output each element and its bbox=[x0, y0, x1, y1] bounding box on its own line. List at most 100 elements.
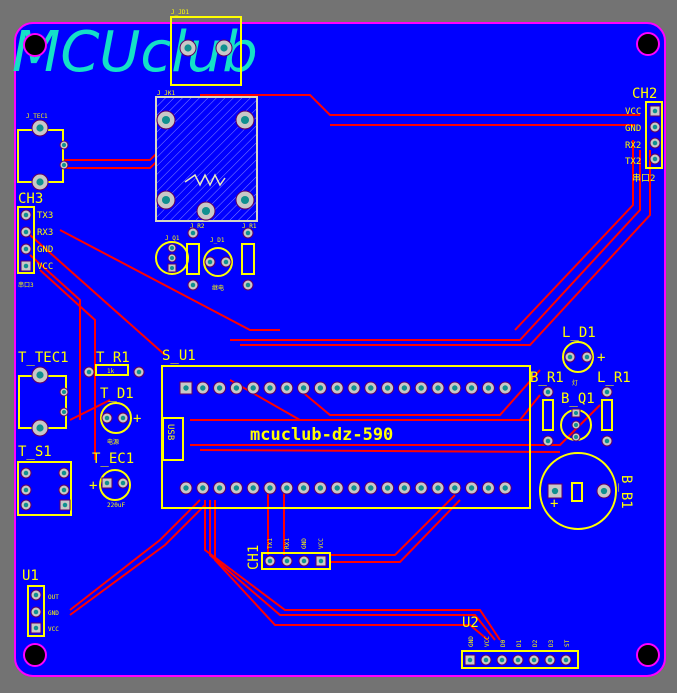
pad-hole bbox=[384, 385, 391, 391]
pad-hole bbox=[207, 259, 213, 265]
ch3-title: CH3 bbox=[18, 191, 43, 207]
pad-hole bbox=[300, 385, 307, 391]
pad-hole bbox=[170, 256, 174, 260]
pad-hole bbox=[183, 385, 189, 391]
pad-hole bbox=[435, 485, 441, 491]
pad-hole bbox=[36, 371, 44, 379]
plus-mark: + bbox=[133, 411, 141, 427]
plus-mark: + bbox=[89, 478, 97, 494]
pad-hole bbox=[104, 415, 110, 421]
pad-hole bbox=[284, 385, 290, 391]
pad-hole bbox=[452, 485, 458, 491]
pad-hole bbox=[250, 485, 256, 491]
pad-hole bbox=[267, 385, 273, 391]
component-j-jd1[interactable]: J_JD1 bbox=[170, 9, 242, 86]
pad-hole bbox=[563, 657, 569, 663]
pad-hole bbox=[351, 485, 357, 491]
pad-hole bbox=[36, 178, 44, 186]
j-r2-label: J_R2 bbox=[190, 223, 205, 230]
pad-hole bbox=[384, 485, 391, 491]
pad-hole bbox=[368, 385, 374, 391]
pad-hole bbox=[515, 657, 521, 663]
pad-hole bbox=[23, 487, 29, 493]
sensor-u1[interactable]: U1 OUT GND VCC bbox=[22, 568, 59, 637]
component-t-s1[interactable]: T_S1 bbox=[17, 444, 72, 516]
usb-label: USB bbox=[165, 424, 175, 440]
component-t-ec1[interactable]: T_EC1 + 220uF bbox=[89, 451, 134, 509]
pad-hole bbox=[62, 502, 68, 508]
u1-pin-label: OUT bbox=[48, 594, 59, 601]
ch2-pin-label: GND bbox=[625, 124, 641, 134]
pad-hole bbox=[240, 115, 250, 125]
u2-pin-label: ST bbox=[564, 639, 571, 647]
pad-hole bbox=[161, 195, 171, 205]
ch3-note: 串口3 bbox=[18, 281, 34, 289]
mounting-holes bbox=[23, 32, 660, 667]
ch2-pin-label: TX2 bbox=[625, 157, 641, 167]
pad-hole bbox=[61, 487, 67, 493]
pad-hole bbox=[23, 212, 29, 218]
module-u2[interactable]: U2 bbox=[461, 615, 579, 669]
ch3-pin-label: VCC bbox=[37, 262, 53, 272]
pad-hole bbox=[190, 230, 196, 236]
relay-driver-parts[interactable]: J_Q1 J_R2 J_D1 继电 J_R1 bbox=[155, 223, 257, 292]
t-r1-label: T_R1 bbox=[96, 350, 130, 366]
connector-ch3[interactable]: CH3 TX3 RX3 GND VCC 串口3 bbox=[17, 191, 53, 289]
pad-hole bbox=[551, 487, 559, 495]
ch3-pin-label: TX3 bbox=[37, 211, 53, 221]
coil-symbol bbox=[184, 173, 226, 187]
pad-hole bbox=[23, 263, 29, 269]
pad-hole bbox=[301, 558, 307, 564]
u2-pin-label: GND bbox=[468, 636, 475, 647]
u2-pin-label: D3 bbox=[548, 639, 555, 647]
right-parts[interactable]: L_D1 + 灯 B_R1 L_R1 B_Q1 + B_B1 bbox=[530, 325, 634, 530]
pad-hole bbox=[36, 424, 44, 432]
pad-hole bbox=[170, 266, 174, 270]
u2-title: U2 bbox=[462, 615, 479, 631]
module-s-u1[interactable]: S_U1 USB mcuclub-dz-590 bbox=[161, 348, 531, 509]
pad-hole bbox=[468, 485, 475, 491]
mounting-hole-icon bbox=[23, 33, 47, 57]
pad-hole bbox=[267, 558, 273, 564]
b-r1-label: B_R1 bbox=[530, 370, 564, 386]
ch2-note: 串口2 bbox=[632, 173, 655, 184]
ch1-pin-label: VCC bbox=[318, 538, 325, 549]
connector-ch2[interactable]: CH2 VCC GND RX2 TX2 串口2 bbox=[625, 86, 663, 184]
connector-ch1[interactable]: CH1 TX1 RX1 GND VCC bbox=[246, 538, 331, 570]
pad-hole bbox=[23, 246, 29, 252]
pad-hole bbox=[574, 423, 578, 427]
pad-hole bbox=[233, 485, 240, 491]
pad-hole bbox=[334, 485, 340, 491]
pad-hole bbox=[161, 115, 171, 125]
j-r1-label: J_R1 bbox=[242, 223, 257, 230]
ch2-title: CH2 bbox=[632, 86, 657, 102]
pad-hole bbox=[317, 485, 324, 491]
l-r1-label: L_R1 bbox=[597, 370, 631, 386]
ch2-pin-label: RX2 bbox=[625, 141, 641, 151]
b-b1-label: B_B1 bbox=[618, 475, 634, 509]
t-tec1-label: T_TEC1 bbox=[18, 350, 69, 366]
pad-hole bbox=[652, 108, 658, 114]
pad-hole bbox=[86, 369, 92, 375]
pad-hole bbox=[467, 657, 473, 663]
pad-hole bbox=[190, 282, 196, 288]
pad-hole bbox=[368, 485, 374, 491]
pad-hole bbox=[36, 124, 44, 132]
pad-hole bbox=[250, 385, 256, 391]
pad-hole bbox=[652, 156, 658, 162]
pad-hole bbox=[468, 385, 475, 391]
pad-hole bbox=[574, 411, 578, 415]
pad-hole bbox=[284, 485, 290, 491]
pad-hole bbox=[435, 385, 441, 391]
j-d1-label: J_D1 bbox=[210, 237, 225, 244]
pad-hole bbox=[584, 354, 590, 360]
pad-hole bbox=[604, 389, 610, 395]
component-t-d1[interactable]: T_D1 + 电源 bbox=[100, 386, 141, 446]
pad-hole bbox=[245, 230, 251, 236]
pad-hole bbox=[216, 485, 223, 491]
ch1-pin-label: GND bbox=[301, 538, 308, 549]
component-t-r1[interactable]: T_R1 1k bbox=[95, 350, 130, 376]
pad-hole bbox=[317, 385, 324, 391]
